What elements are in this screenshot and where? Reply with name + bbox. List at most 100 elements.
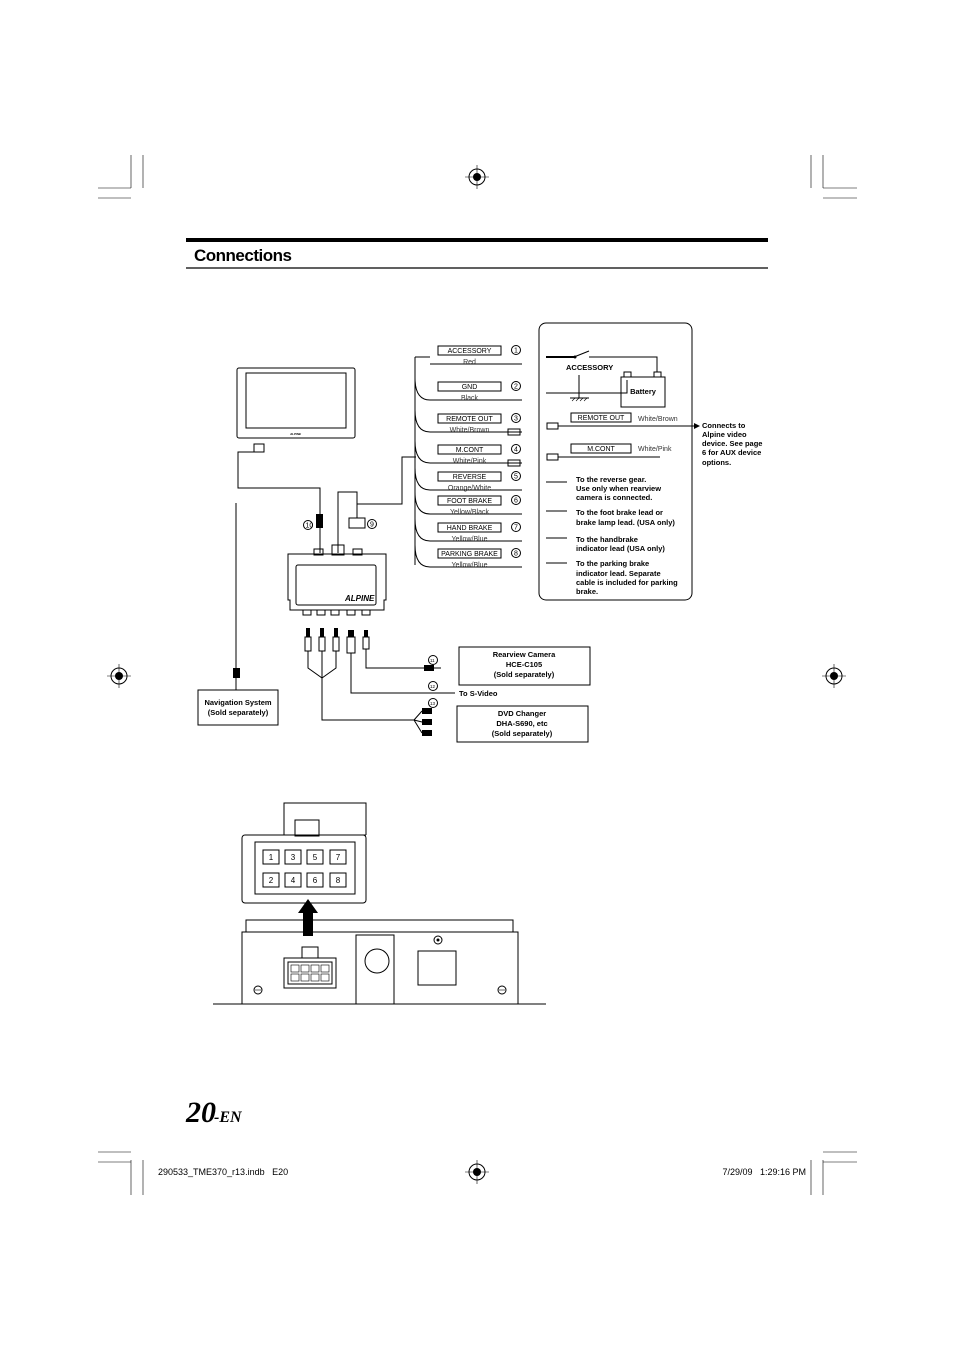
note-parking-brake-1: To the parking brake bbox=[576, 559, 649, 568]
lead-number-circle bbox=[511, 471, 521, 481]
lead-tag bbox=[437, 444, 502, 455]
registration-mark-left bbox=[107, 664, 131, 688]
aux-note-4: 6 for AUX device bbox=[702, 448, 761, 457]
monitor-cable bbox=[237, 451, 321, 528]
rearview-camera-box bbox=[458, 646, 591, 686]
lead-tag bbox=[437, 413, 502, 424]
lead-number-circle bbox=[511, 345, 521, 355]
pin-cell bbox=[306, 849, 324, 865]
page-suffix: -EN bbox=[214, 1109, 243, 1126]
pin-number: 2 bbox=[269, 876, 274, 885]
panel-remote-out-color: White/Brown bbox=[638, 416, 678, 423]
lead-bundle bbox=[414, 356, 430, 565]
pin-cell bbox=[284, 849, 302, 865]
pin-cell bbox=[329, 849, 347, 865]
note-parking-brake-2: indicator lead. Separate bbox=[576, 569, 661, 578]
lead-tag bbox=[437, 381, 502, 392]
pin-number: 1 bbox=[269, 853, 274, 862]
page-number: 20 bbox=[185, 1096, 216, 1129]
lead-color: Orange/White bbox=[448, 485, 491, 492]
note-reverse-3: camera is connected. bbox=[576, 493, 652, 502]
panel-remote-out-label: REMOTE OUT bbox=[578, 415, 625, 422]
rearview-label-3: (Sold separately) bbox=[494, 670, 555, 679]
connector-9 bbox=[348, 517, 366, 529]
footer-date: 7/29/09 1:29:16 PM bbox=[722, 1167, 806, 1177]
lead-label: ACCESSORY bbox=[448, 348, 492, 355]
lead-number: 3 bbox=[514, 416, 518, 423]
pin-cell bbox=[262, 849, 280, 865]
lead-tag bbox=[437, 471, 502, 482]
aux-note-2: Alpine video bbox=[702, 430, 747, 439]
marker-9: 9 bbox=[370, 522, 374, 529]
lead-tag bbox=[437, 548, 502, 559]
lead-number-circle bbox=[511, 495, 521, 505]
pin-number: 4 bbox=[291, 876, 296, 885]
rearview-label-1: Rearview Camera bbox=[493, 650, 556, 659]
lead-label: REVERSE bbox=[453, 474, 487, 481]
lead-number-circle bbox=[511, 522, 521, 532]
pin-cell bbox=[306, 872, 324, 888]
header-top-rule bbox=[186, 238, 768, 242]
lead-label: FOOT BRAKE bbox=[447, 498, 492, 505]
lead-label: PARKING BRAKE bbox=[441, 551, 498, 558]
note-hand-brake-1: To the handbrake bbox=[576, 535, 638, 544]
monitor: ALPINE bbox=[236, 367, 356, 453]
lead-label: GND bbox=[462, 384, 478, 391]
lead-number: 6 bbox=[514, 498, 518, 505]
note-foot-brake-1: To the foot brake lead or bbox=[576, 508, 663, 517]
lead-color: Yellow/Blue bbox=[452, 562, 488, 569]
note-hand-brake-2: indicator lead (USA only) bbox=[576, 544, 665, 553]
rca-plugs bbox=[304, 628, 370, 654]
dvd-label-3: (Sold separately) bbox=[492, 729, 553, 738]
pin-cell bbox=[329, 872, 347, 888]
footer-file: 290533_TME370_r13.indb E20 bbox=[158, 1167, 288, 1177]
wiring-panel: ACCESSORY Battery REMOTE OUT White/Brown… bbox=[538, 322, 693, 601]
marker-12: 12 bbox=[430, 684, 436, 689]
rearview-cable bbox=[365, 649, 424, 669]
registration-mark-top bbox=[465, 165, 489, 189]
monitor-brand: ALPINE bbox=[289, 432, 302, 436]
lead-number: 1 bbox=[514, 348, 518, 355]
mini-pin-cell bbox=[290, 973, 300, 982]
page-title: Connections bbox=[194, 246, 291, 265]
lead-number-circle bbox=[511, 381, 521, 391]
plug-icon bbox=[507, 459, 521, 467]
dvd-label-2: DHA-S690, etc bbox=[496, 719, 547, 728]
pin-number: 3 bbox=[291, 853, 296, 862]
registration-mark-bottom bbox=[465, 1160, 489, 1184]
mini-pin-cell bbox=[290, 964, 300, 973]
note-parking-brake-4: brake. bbox=[576, 587, 598, 596]
harness-bus bbox=[356, 456, 416, 518]
mini-pin-cell bbox=[320, 964, 330, 973]
navigation-label-1: Navigation System bbox=[204, 698, 271, 707]
lead-number-circle bbox=[511, 444, 521, 454]
panel-remote-out-tag bbox=[570, 412, 632, 423]
lead-color: Black bbox=[461, 395, 479, 402]
aux-note-5: options. bbox=[702, 458, 731, 467]
lead-number: 8 bbox=[514, 551, 518, 558]
box9-cable bbox=[337, 491, 358, 553]
pin-number: 8 bbox=[336, 876, 341, 885]
battery-icon bbox=[620, 376, 666, 408]
rearview-label-2: HCE-C105 bbox=[506, 660, 542, 669]
marker-11: 11 bbox=[430, 658, 435, 663]
pin-number: 5 bbox=[313, 853, 318, 862]
marker-10: 10 bbox=[306, 523, 314, 530]
battery-label: Battery bbox=[630, 387, 657, 396]
lead-color: Yellow/Black bbox=[450, 509, 490, 516]
navigation-system-box bbox=[197, 689, 279, 726]
registration-mark-right bbox=[822, 664, 846, 688]
lead-row: PARKING BRAKE Yellow/Blue 8 bbox=[414, 544, 522, 569]
lead-number-circle bbox=[511, 548, 521, 558]
crop-marks bbox=[98, 155, 857, 1195]
panel-mcont-label: M.CONT bbox=[587, 446, 615, 453]
note-reverse-1: To the reverse gear. bbox=[576, 475, 646, 484]
mini-pin-cell bbox=[310, 973, 320, 982]
dvd-changer-box bbox=[456, 705, 589, 743]
mini-pin-cell bbox=[300, 964, 310, 973]
interface-back-view bbox=[213, 919, 546, 1005]
